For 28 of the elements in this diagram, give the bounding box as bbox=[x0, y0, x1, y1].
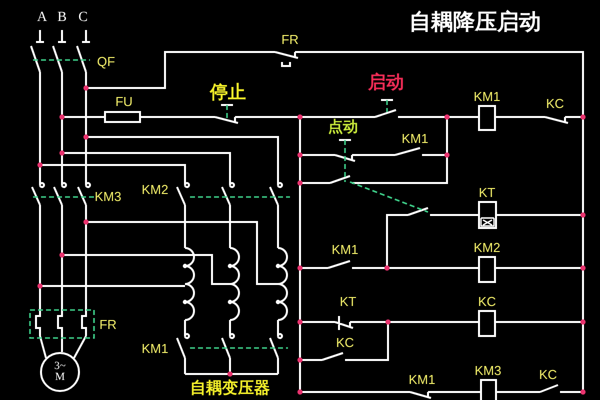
title: 自耦降压启动 bbox=[409, 10, 541, 34]
component-label: KM1 bbox=[142, 342, 168, 356]
transformer-label: 自耦变压器 bbox=[190, 380, 270, 398]
coil-label: KM1 bbox=[474, 90, 500, 104]
component-label: KC bbox=[538, 368, 558, 382]
component-label: KM1 bbox=[408, 373, 436, 387]
component-label: FU bbox=[115, 95, 133, 109]
phase-label: C bbox=[78, 11, 88, 25]
coil-label: KM3 bbox=[474, 364, 502, 378]
coil-label: KT bbox=[478, 186, 496, 200]
component-label: KM1 bbox=[332, 243, 358, 257]
component-label: QF bbox=[96, 55, 116, 69]
button-label: 停止 bbox=[210, 82, 246, 102]
component-label: FR bbox=[99, 318, 117, 332]
component-label: KT bbox=[340, 295, 356, 309]
component-label: KM1 bbox=[402, 132, 428, 146]
component-label: KM3 bbox=[94, 190, 122, 204]
phase-label: A bbox=[36, 11, 48, 25]
component-label: FR bbox=[281, 33, 299, 47]
component-label: KC bbox=[546, 97, 564, 111]
coil-label: KC bbox=[478, 295, 496, 309]
button-label: 点动 bbox=[328, 118, 358, 136]
motor-label: 3~ M bbox=[53, 361, 67, 383]
component-label: KM2 bbox=[142, 183, 168, 197]
phase-label: B bbox=[57, 11, 67, 25]
component-label: KC bbox=[336, 336, 354, 350]
button-label: 启动 bbox=[368, 72, 404, 92]
coil-label: KM2 bbox=[474, 241, 500, 255]
